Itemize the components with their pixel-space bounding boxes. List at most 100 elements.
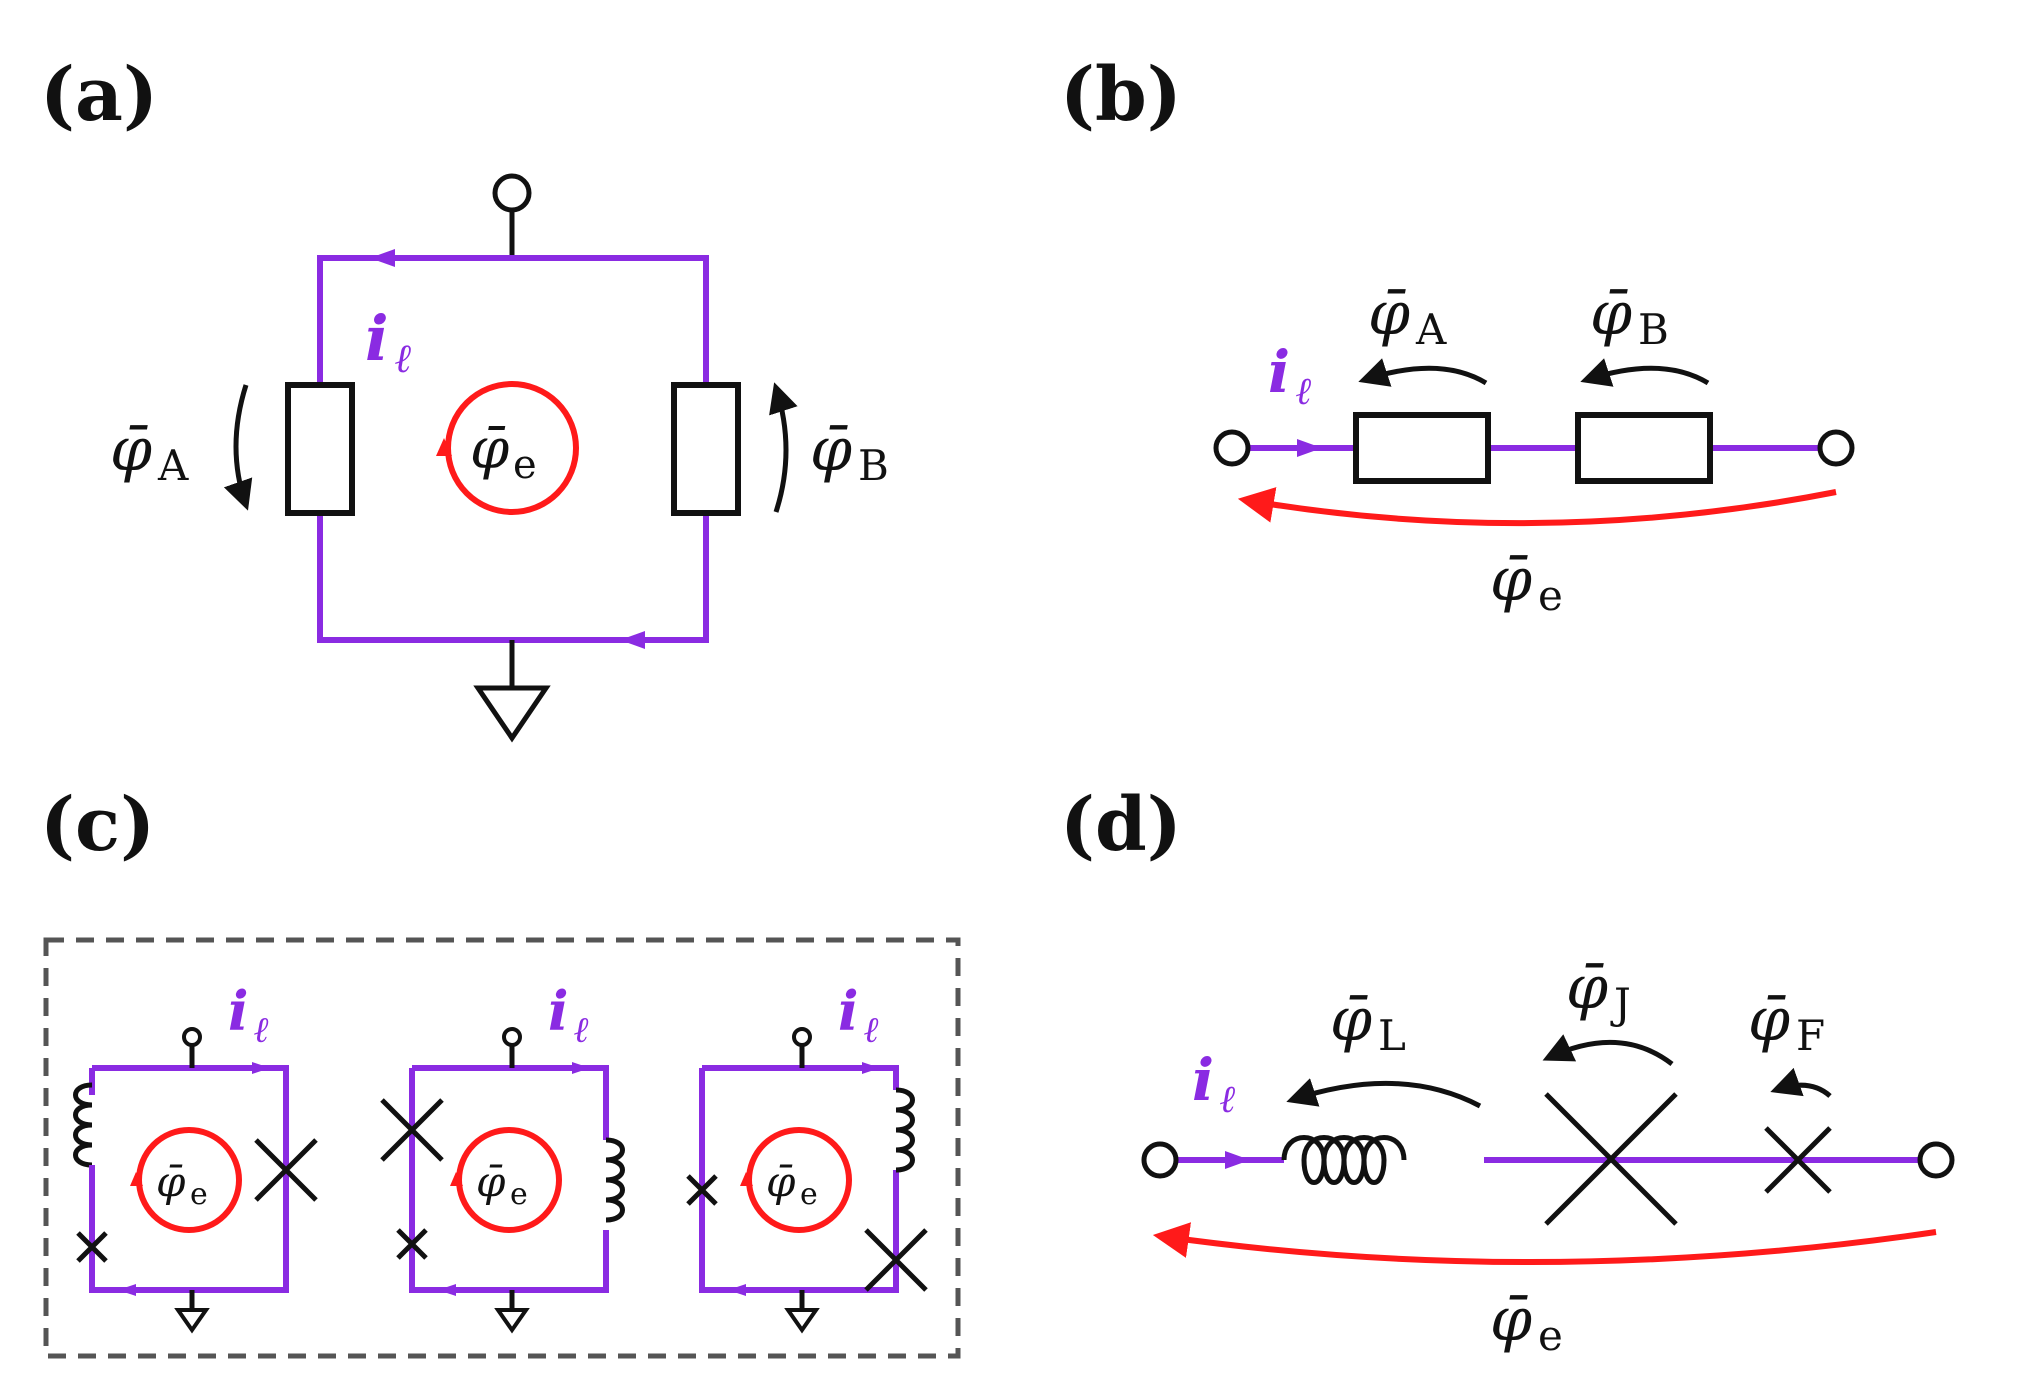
phi-e-label-b: φ̄ e <box>1490 545 1563 620</box>
svg-text:ℓ: ℓ <box>395 335 412 382</box>
current-label-d: i ℓ <box>1192 1046 1236 1121</box>
svg-text:B: B <box>1638 305 1669 354</box>
loop-1-phi-e-label: φ̄ e <box>156 1157 208 1212</box>
external-flux-loop-icon <box>445 381 579 515</box>
svg-text:i: i <box>1268 338 1290 406</box>
svg-text:ℓ: ℓ <box>864 1009 879 1051</box>
panel-c-label: (c) <box>40 782 155 868</box>
terminal-node-d-left-icon <box>1141 1141 1179 1179</box>
loop-3-phi-e-label: φ̄ e <box>766 1157 818 1212</box>
flux-arrow-f-icon <box>1770 1067 1832 1098</box>
current-arrow-bottom-icon <box>620 631 645 649</box>
svg-text:i: i <box>548 979 569 1043</box>
loop-1-large-junction-icon <box>254 1138 318 1202</box>
loop-2-phi-e-label: φ̄ e <box>476 1157 528 1212</box>
panel-a: (a) i ℓ φ̄ e φ̄ A <box>40 52 889 743</box>
svg-text:φ̄: φ̄ <box>1368 279 1410 349</box>
svg-text:ℓ: ℓ <box>574 1009 589 1051</box>
loop-bottom-wire <box>317 513 709 643</box>
svg-text:i: i <box>838 979 859 1043</box>
loop-1-arrow-bottom-icon <box>118 1284 136 1296</box>
flux-loop-arrow-icon <box>436 438 452 456</box>
current-arrow-d-icon <box>1225 1151 1250 1169</box>
loop-3-arrow-top-icon <box>862 1062 880 1074</box>
panel-a-label: (a) <box>40 52 158 138</box>
dashed-group-box <box>43 937 961 1359</box>
loop-2-ground-icon <box>494 1308 530 1334</box>
loop-2-large-junction-icon <box>380 1098 444 1162</box>
phi-l-label: φ̄ L <box>1330 985 1406 1060</box>
svg-text:L: L <box>1378 1011 1406 1060</box>
flux-arrow-b-icon <box>769 382 798 513</box>
josephson-junction-small-icon <box>1764 1126 1832 1194</box>
loop-1-flux-arrow-icon <box>130 1172 143 1186</box>
loop-3-flux-arrow-icon <box>740 1172 753 1186</box>
svg-text:A: A <box>1415 305 1447 354</box>
terminal-node-d-right-icon <box>1917 1141 1955 1179</box>
current-label-a: i ℓ <box>365 302 412 382</box>
loop-2-arrow-top-icon <box>572 1062 590 1074</box>
loop-1-ground-icon <box>174 1308 210 1334</box>
loop-1-arrow-top-icon <box>252 1062 270 1074</box>
svg-text:φ̄: φ̄ <box>1748 985 1790 1055</box>
flux-arrow-a-icon <box>223 384 253 511</box>
current-arrow-b-icon <box>1297 439 1322 457</box>
flux-arrow-l-icon <box>1286 1078 1482 1109</box>
terminal-node-icon <box>492 173 532 213</box>
phi-e-label-a: φ̄ e <box>470 417 537 488</box>
loop-1-wire <box>89 1065 289 1293</box>
svg-text:e: e <box>513 442 537 488</box>
svg-text:φ̄: φ̄ <box>156 1157 186 1206</box>
loop-3-inductor-icon <box>895 1087 915 1173</box>
external-flux-arrow-b-icon <box>1237 487 1837 527</box>
phi-a-label: φ̄ A <box>110 415 189 490</box>
panel-d-label: (d) <box>1060 782 1182 868</box>
svg-text:φ̄: φ̄ <box>110 415 152 485</box>
svg-text:e: e <box>190 1177 208 1212</box>
flux-arrow-a-series-icon <box>1358 358 1488 387</box>
svg-text:i: i <box>1192 1046 1214 1114</box>
loop-2-arrow-bottom-icon <box>438 1284 456 1296</box>
phi-e-label-d: φ̄ e <box>1490 1285 1563 1360</box>
loop-3-small-junction-icon <box>686 1174 718 1206</box>
panel-b-label: (b) <box>1060 52 1182 138</box>
svg-text:φ̄: φ̄ <box>1490 545 1532 615</box>
loop-3-arrow-bottom-icon <box>728 1284 746 1296</box>
loop-3-terminal-icon <box>792 1027 812 1047</box>
current-label-b: i ℓ <box>1268 338 1312 413</box>
josephson-junction-large-icon <box>1544 1092 1678 1226</box>
svg-text:e: e <box>510 1177 528 1212</box>
loop-2-small-junction-icon <box>396 1228 428 1260</box>
external-flux-arrow-d-icon <box>1152 1222 1937 1265</box>
loop-2-terminal-icon <box>502 1027 522 1047</box>
loop-3: φ̄ e i ℓ <box>686 979 928 1334</box>
current-arrow-top-icon <box>370 249 395 267</box>
loop-2-flux-arrow-icon <box>450 1172 463 1186</box>
svg-text:φ̄: φ̄ <box>470 417 509 482</box>
svg-text:φ̄: φ̄ <box>476 1157 506 1206</box>
loop-3-flux-icon <box>746 1127 852 1233</box>
flux-arrow-j-icon <box>1542 1034 1674 1066</box>
loop-2-flux-icon <box>456 1127 562 1233</box>
inductor-coil-icon <box>1281 1135 1407 1185</box>
panel-d: (d) i ℓ φ̄ L φ̄ J <box>1060 782 1955 1360</box>
element-a-series <box>1353 412 1491 484</box>
svg-text:ℓ: ℓ <box>1220 1076 1236 1121</box>
svg-text:φ̄: φ̄ <box>1330 985 1372 1055</box>
loop-2-wire <box>409 1065 609 1293</box>
svg-text:ℓ: ℓ <box>254 1009 269 1051</box>
svg-text:φ̄: φ̄ <box>1490 1285 1532 1355</box>
svg-text:i: i <box>365 302 389 375</box>
loop-2: φ̄ e i ℓ <box>380 979 625 1334</box>
terminal-node-left-icon <box>1213 429 1251 467</box>
loop-2-inductor-icon <box>605 1137 625 1223</box>
loop-1-current-label: i ℓ <box>228 979 269 1051</box>
svg-text:i: i <box>228 979 249 1043</box>
loop-3-current-label: i ℓ <box>838 979 879 1051</box>
svg-text:e: e <box>1538 1311 1563 1360</box>
ground-icon <box>473 685 551 743</box>
element-b-series <box>1575 412 1713 484</box>
loop-1-small-junction-icon <box>76 1231 108 1263</box>
loop-1-inductor-icon <box>73 1082 93 1168</box>
